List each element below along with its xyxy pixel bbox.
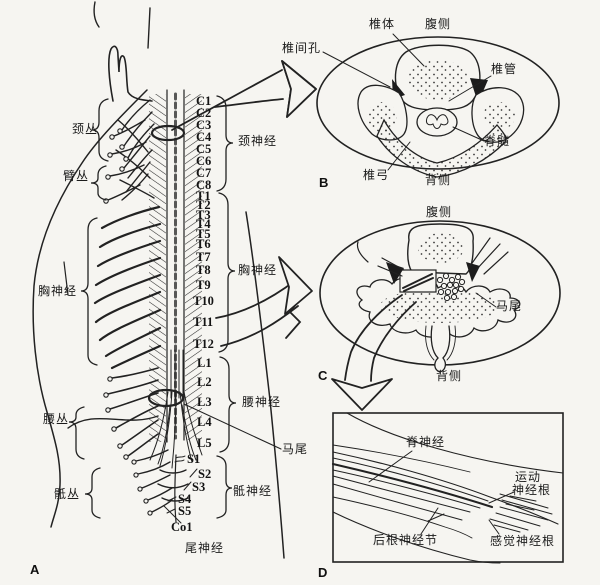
segment-label: C4: [196, 130, 212, 144]
label-vertebral-canal: 椎管: [491, 62, 518, 76]
label-dorsal-root-ganglion: 后根神经节: [373, 533, 439, 547]
segment-label: C6: [196, 154, 212, 168]
label-cervical-nerves: 颈神经: [238, 134, 278, 148]
segment-label: S5: [178, 504, 192, 518]
segment-label: C5: [196, 142, 212, 156]
segment-label: S4: [178, 492, 192, 506]
label-cauda-equina-a: 马尾: [282, 442, 309, 456]
panel-a-art: [32, 1, 285, 559]
label-sacral-nerves: 骶神经: [233, 484, 273, 498]
segment-label: T2: [196, 198, 211, 212]
segment-label: L1: [197, 356, 212, 370]
segment-label: T10: [193, 294, 214, 308]
segment-label: T1: [196, 189, 211, 203]
label-cervical-plexus: 颈丛: [72, 122, 99, 136]
panel-a-letter: A: [30, 562, 40, 577]
segment-label: C8: [196, 178, 212, 192]
label-dorsal-c: 背侧: [436, 369, 463, 383]
segment-label: C1: [196, 94, 212, 108]
segment-label: T7: [196, 250, 211, 264]
label-lumbar-plexus: 腰丛: [43, 412, 70, 426]
segment-label: S1: [187, 452, 201, 466]
segment-label: L2: [197, 375, 212, 389]
segment-label: T9: [196, 278, 211, 292]
arrow-c-to-d: [344, 294, 417, 382]
label-ventral-c: 腹侧: [426, 205, 453, 219]
segment-label: S2: [198, 467, 212, 481]
label-cauda-equina-c: 马尾: [496, 299, 523, 313]
panel-b-letter: B: [319, 175, 329, 190]
segment-label: C2: [196, 106, 212, 120]
label-ventral-b: 腹侧: [425, 17, 452, 31]
segment-label: C7: [196, 166, 212, 180]
label-brachial-plexus: 臂丛: [63, 169, 90, 183]
label-sacral-plexus: 骶丛: [54, 487, 81, 501]
label-thoracic-nerves: 胸神经: [238, 263, 278, 277]
segment-label: L5: [197, 436, 212, 450]
segment-label: C3: [196, 118, 212, 132]
label-motor-root-line1: 运动: [515, 470, 542, 484]
label-spinal-nerve: 脊神经: [406, 435, 446, 449]
segment-label: T6: [196, 237, 211, 251]
segment-label: L4: [197, 415, 212, 429]
segment-label: S3: [192, 480, 206, 494]
label-dorsal-b: 背侧: [425, 173, 452, 187]
label-lumbar-nerves: 腰神经: [242, 395, 282, 409]
label-intervertebral-foramen: 椎间孔: [282, 41, 322, 55]
segment-label: T8: [196, 263, 211, 277]
label-vertebral-arch: 椎弓: [363, 168, 390, 182]
label-vertebral-body: 椎体: [369, 17, 396, 31]
segment-label: T12: [193, 337, 214, 351]
segment-label: Co1: [171, 520, 193, 534]
panel-d-letter: D: [318, 565, 328, 580]
segment-label: T11: [193, 315, 214, 329]
panel-d-art: [331, 412, 564, 564]
panel-c-letter: C: [318, 368, 328, 383]
segment-label: T4: [196, 217, 211, 231]
segment-label: T3: [196, 208, 211, 222]
segment-label: L3: [197, 395, 212, 409]
label-spinal-cord-b: 脊髓: [484, 134, 511, 148]
segment-label: T5: [196, 227, 211, 241]
label-sensory-root: 感觉神经根: [490, 534, 556, 548]
panel-b-art: [316, 33, 560, 178]
panel-c-art: [319, 220, 561, 373]
label-thoracic-nerves-left: 胸神经: [38, 284, 78, 298]
label-motor-root-line2: 神经根: [512, 483, 552, 497]
label-coccygeal-nerve: 尾神经: [185, 541, 225, 555]
